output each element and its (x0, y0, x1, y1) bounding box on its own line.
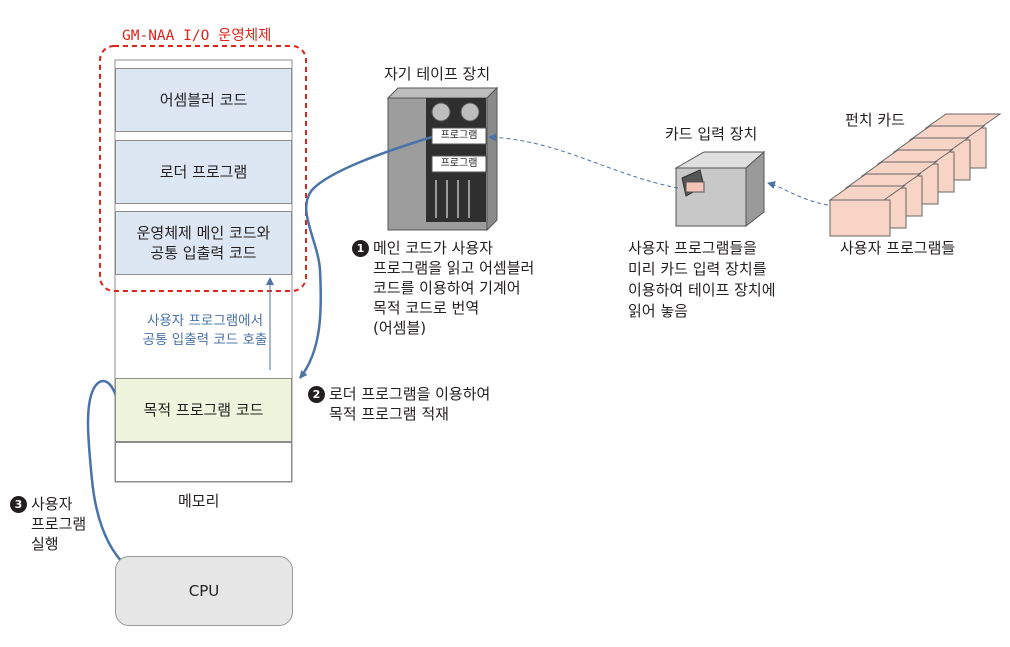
os-main-code-block: 운영체제 메인 코드와 공통 입출력 코드 (115, 211, 292, 275)
call-note: 사용자 프로그램에서 공통 입출력 코드 호출 (142, 313, 268, 348)
loader-program-block: 로더 프로그램 (115, 140, 292, 204)
object-program-label: 목적 프로그램 코드 (143, 401, 264, 419)
empty-memory-block (115, 442, 292, 482)
card-reader-icon (674, 150, 766, 228)
cpu-box: CPU (115, 556, 293, 626)
step-1-number-icon: 1 (352, 240, 369, 257)
step-2-number-icon: 2 (308, 386, 325, 403)
card-reader-desc: 사용자 프로그램들을 미리 카드 입력 장치를 이용하여 테이프 장치에 읽어 … (628, 239, 776, 320)
object-program-block: 목적 프로그램 코드 (115, 378, 292, 442)
tape-label: 자기 테이프 장치 (384, 65, 491, 83)
card-reader-label: 카드 입력 장치 (665, 125, 758, 143)
step-3-number-icon: 3 (10, 496, 27, 513)
tape-slot-2: 프로그램 (440, 158, 478, 169)
cards-to-reader-arrow (767, 181, 829, 206)
punch-cards-icon (828, 113, 1002, 237)
step-2-text: 로더 프로그램을 이용하여 목적 프로그램 적재 (329, 385, 491, 423)
step-3-text: 사용자 프로그램 실행 (31, 495, 87, 553)
os-region-border (99, 45, 307, 292)
assembler-code-label: 어셈블러 코드 (159, 91, 248, 109)
punch-cards-desc: 사용자 프로그램들 (840, 239, 956, 257)
step-1-text: 메인 코드가 사용자 프로그램을 읽고 어셈블러 코드를 이용하여 기계어 목적… (373, 239, 535, 337)
tape-slot-1: 프로그램 (440, 130, 478, 141)
cpu-exec-arrow (86, 379, 129, 569)
os-main-code-label: 운영체제 메인 코드와 공통 입출력 코드 (136, 224, 271, 262)
memory-label: 메모리 (178, 492, 220, 510)
assembler-code-block: 어셈블러 코드 (115, 68, 292, 132)
punch-cards-label: 펀치 카드 (845, 111, 905, 129)
os-title: GM-NAA I/O 운영체제 (122, 28, 272, 44)
cpu-label: CPU (188, 582, 220, 600)
reader-to-tape-arrow (488, 133, 679, 189)
loader-program-label: 로더 프로그램 (159, 163, 248, 181)
tape-to-memory-arrow (299, 135, 433, 379)
tape-drive-icon (386, 86, 499, 232)
